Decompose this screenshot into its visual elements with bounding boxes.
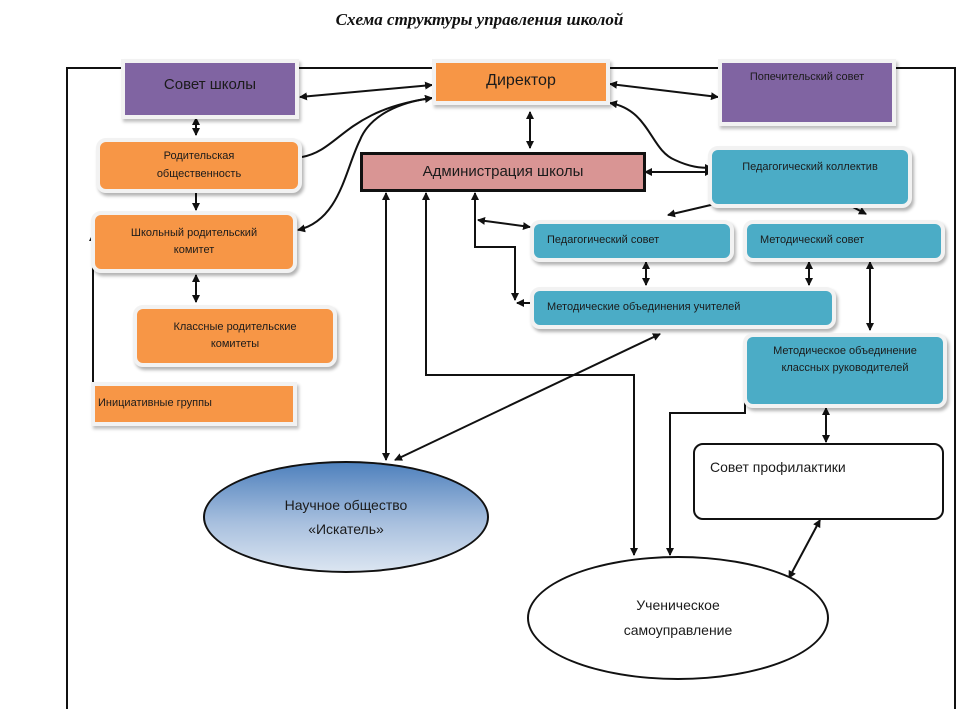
node-initiative-groups: Инициативные группы [91,382,297,426]
node-prevention-council-label: Совет профилактики [710,459,846,475]
node-teachers-methodical-associations: Методические объединения учителей [530,287,836,329]
node-school-administration: Администрация школы [360,152,646,192]
node-school-administration-label: Администрация школы [422,163,584,181]
node-teaching-staff-label: Педагогический коллектив [742,161,878,173]
node-methodical-council: Методический совет [743,220,945,262]
node-scientific-society-label: Научное общество «Искатель» [284,496,408,538]
node-teachers-methodical-associations-label: Методические объединения учителей [547,301,741,314]
node-pedagogical-council: Педагогический совет [530,220,734,262]
node-student-self-government: Ученическое самоуправление [527,556,829,680]
node-prevention-council: Совет профилактики [693,443,944,520]
node-student-self-government-label: Ученическое самоуправление [623,596,733,638]
node-parent-community-label: Родительская общественность [156,150,242,180]
node-director: Директор [432,59,610,105]
node-school-parent-committee: Школьный родительский комитет [91,211,297,273]
node-school-council-label: Совет школы [163,76,257,93]
node-class-parent-committees-label: Классные родительские комитеты [173,320,297,350]
node-parent-community: Родительская общественность [96,138,302,193]
node-methodical-council-label: Методический совет [760,234,865,247]
node-class-teachers-methodical-association: Методическое объединение классных руково… [743,333,947,408]
node-class-parent-committees: Классные родительские комитеты [133,305,337,367]
node-school-parent-committee-label: Школьный родительский комитет [130,226,258,256]
node-school-council: Совет школы [121,59,299,119]
node-board-of-trustees: Попечительский совет [718,59,896,126]
node-pedagogical-council-label: Педагогический совет [547,234,660,247]
diagram-title: Схема структуры управления школой [335,10,624,29]
node-initiative-groups-label: Инициативные группы [98,397,212,410]
node-teaching-staff: Педагогический коллектив [708,146,912,208]
node-class-teachers-methodical-association-label: Методическое объединение классных руково… [773,345,917,375]
node-scientific-society: Научное общество «Искатель» [203,461,489,573]
node-board-of-trustees-label: Попечительский совет [749,71,865,83]
node-director-label: Директор [486,72,556,89]
